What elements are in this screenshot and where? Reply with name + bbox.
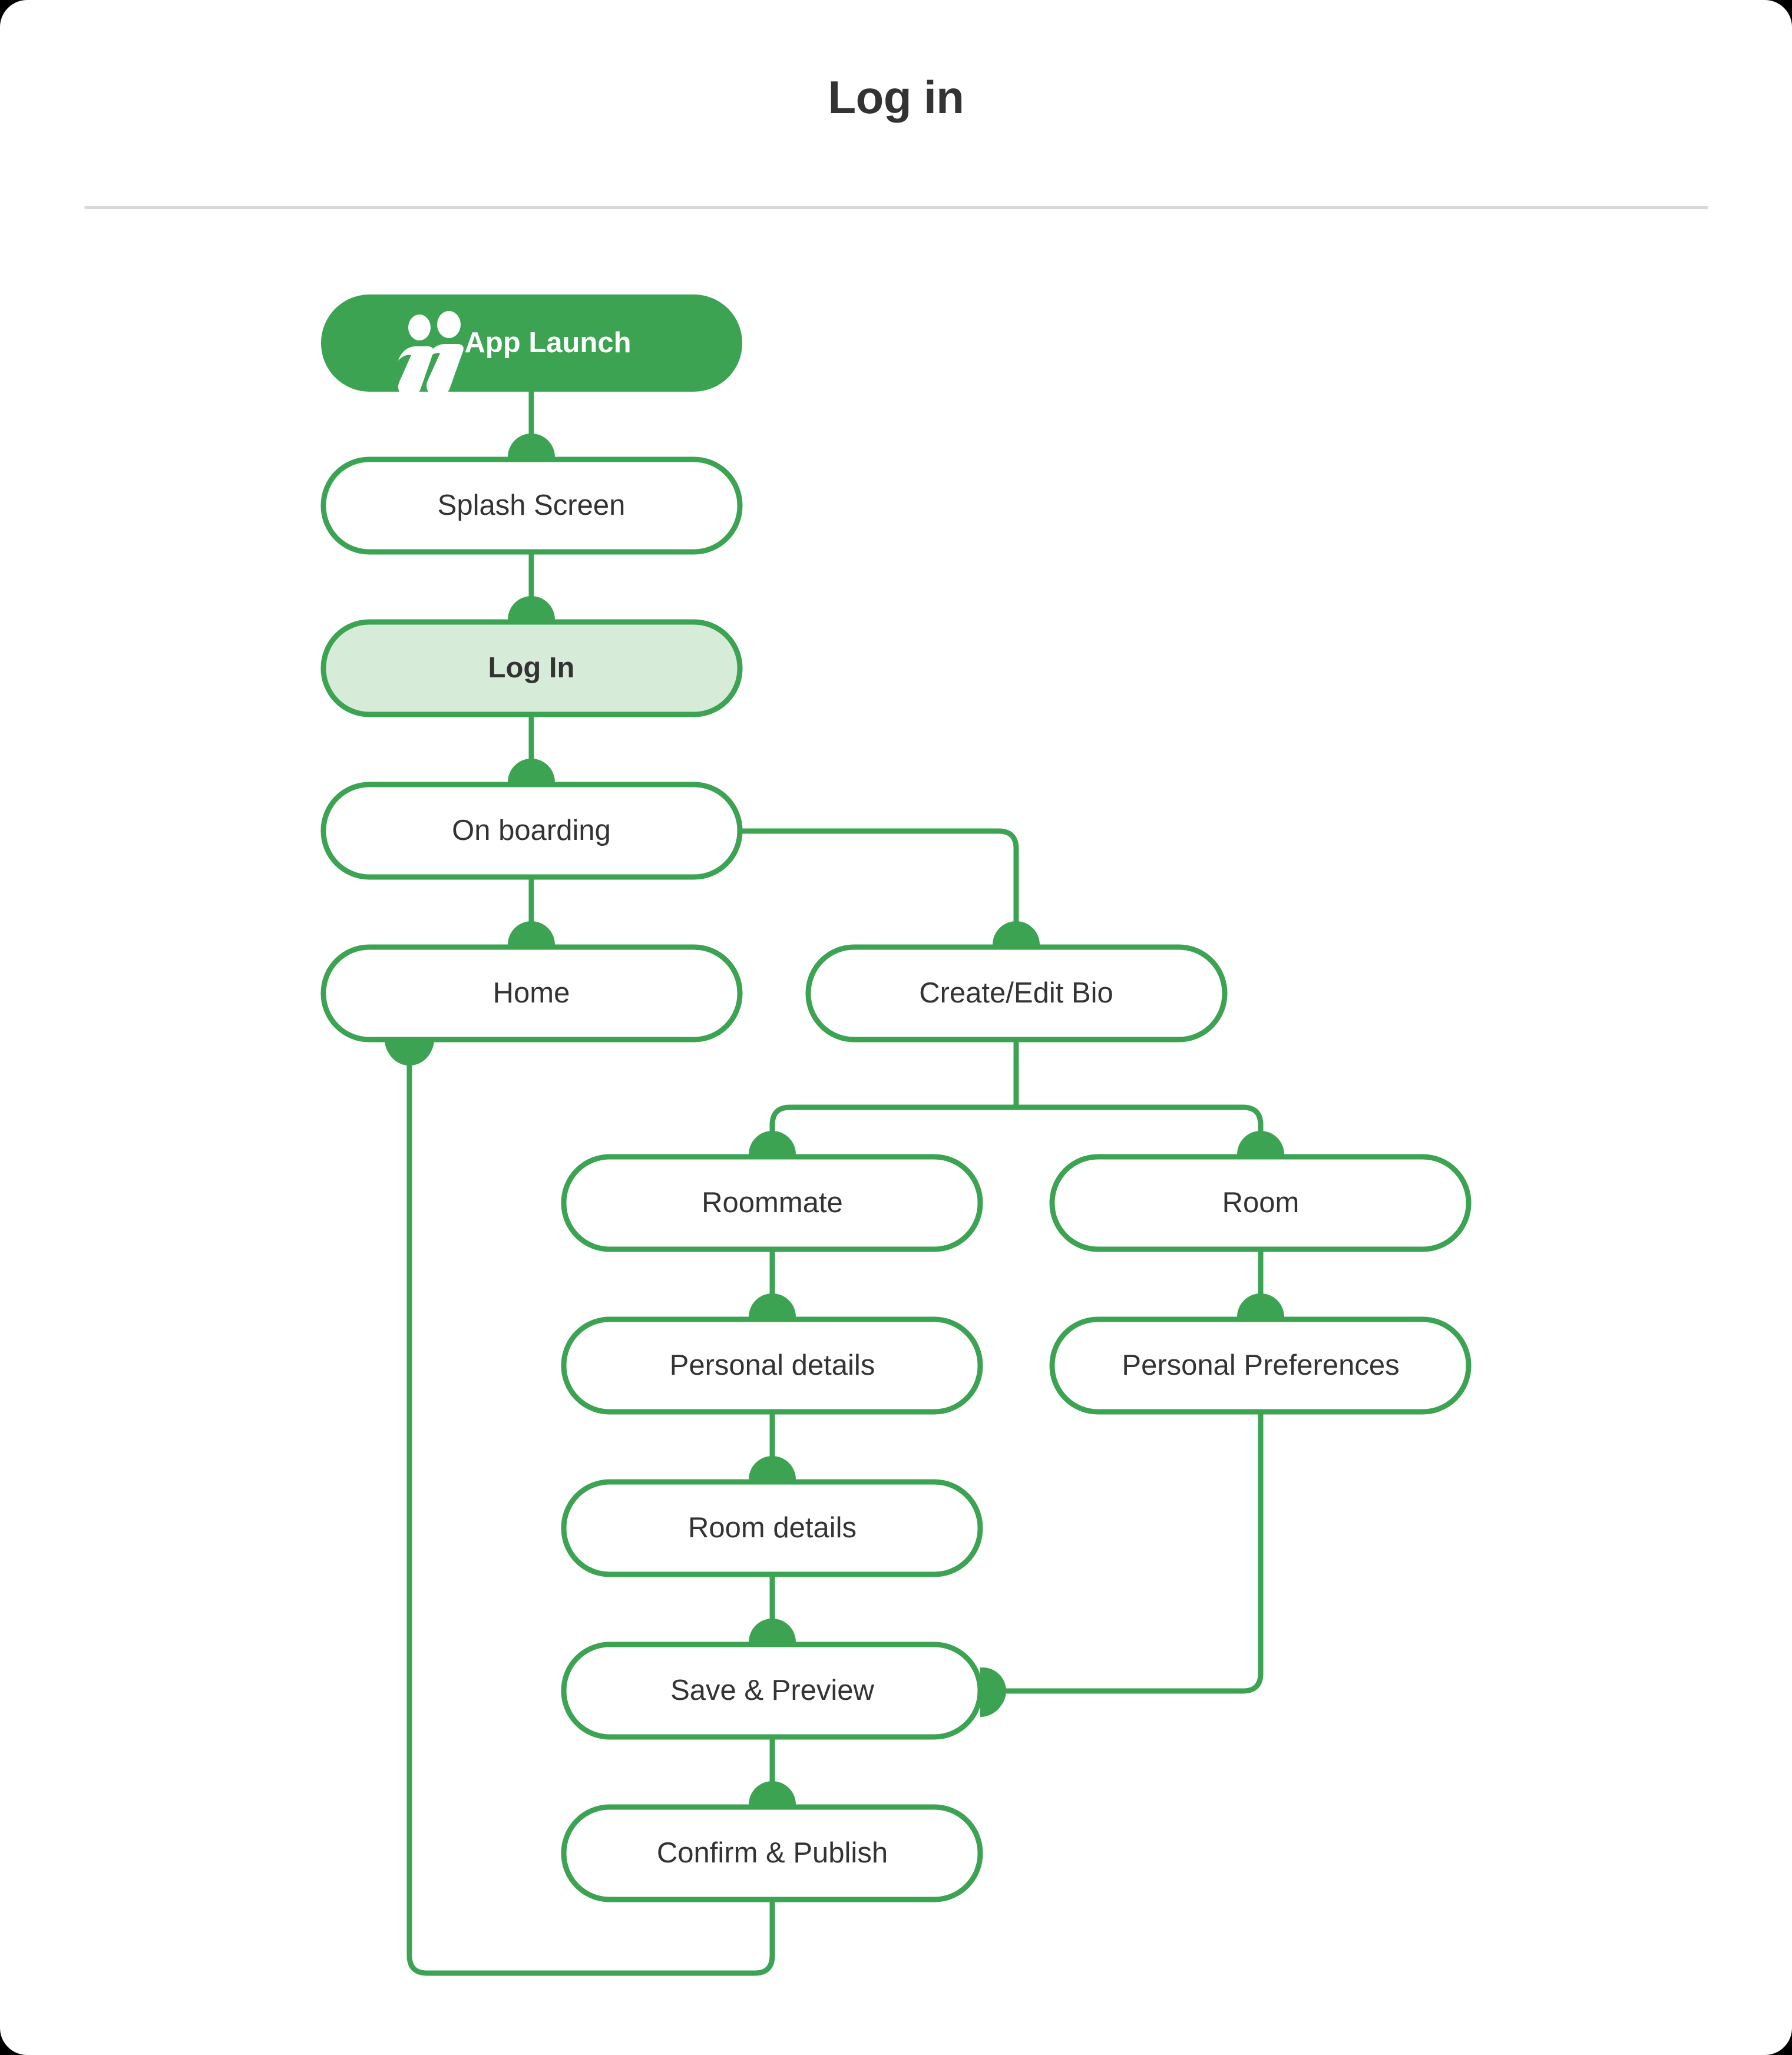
node-room-details[interactable]: Room details (561, 1479, 983, 1577)
connector-dots-overlay (385, 1040, 1005, 1717)
node-label-create-edit-bio: Create/Edit Bio (919, 977, 1113, 1009)
connector-dot-save-preview-top (749, 1619, 796, 1642)
node-on-boarding[interactable]: On boarding (320, 782, 743, 880)
node-label-personal-preferences: Personal Preferences (1122, 1349, 1399, 1381)
header-divider (84, 206, 1708, 209)
connector-dot-personal-details-top (749, 1293, 796, 1317)
node-label-log-in: Log In (488, 652, 575, 684)
edge-on-boarding-create-edit-bio (742, 828, 1019, 945)
connector-dot-home-top (508, 921, 555, 945)
connector-dot-confirm-publish-top (749, 1781, 796, 1805)
connector-dot-log-in-top (508, 596, 555, 620)
node-label-on-boarding: On boarding (452, 815, 611, 846)
node-label-app-launch: App Launch (464, 327, 631, 359)
node-splash-screen[interactable]: Splash Screen (320, 456, 743, 555)
node-room[interactable]: Room (1049, 1154, 1472, 1252)
node-label-roommate: Roommate (702, 1187, 843, 1219)
two-people-logo-icon (398, 311, 464, 397)
node-label-personal-details: Personal details (670, 1349, 875, 1381)
connector-dot-roommate-top (749, 1131, 796, 1154)
connector-dot-personal-preferences-top (1237, 1293, 1284, 1317)
node-app-launch[interactable]: App Launch (321, 294, 742, 397)
connector-dot-splash-screen-top (508, 433, 555, 457)
node-label-splash-screen: Splash Screen (438, 489, 626, 521)
node-label-confirm-publish: Confirm & Publish (657, 1837, 888, 1869)
node-save-preview[interactable]: Save & Preview (561, 1642, 983, 1740)
node-roommate[interactable]: Roommate (561, 1154, 983, 1252)
node-label-room-details: Room details (688, 1512, 857, 1544)
node-personal-details[interactable]: Personal details (561, 1316, 983, 1415)
node-create-edit-bio[interactable]: Create/Edit Bio (805, 944, 1228, 1043)
connector-dot-save-preview-right-overlay (980, 1667, 1005, 1717)
node-personal-preferences[interactable]: Personal Preferences (1049, 1316, 1472, 1415)
node-label-room: Room (1222, 1187, 1300, 1219)
edge-create-edit-bio-room (1016, 1104, 1264, 1154)
connector-dot-on-boarding-top (508, 759, 555, 782)
node-label-save-preview: Save & Preview (670, 1675, 874, 1706)
connector-dot-room-top (1237, 1131, 1284, 1154)
connector-dot-room-details-top (749, 1456, 796, 1480)
connector-dot-create-edit-bio-top (993, 921, 1040, 945)
node-confirm-publish[interactable]: Confirm & Publish (561, 1804, 983, 1902)
connector-dot-home-bottom-left-overlay (385, 1040, 434, 1064)
page-title: Log in (828, 71, 964, 123)
edge-personal-preferences-save-preview (983, 1414, 1264, 1694)
node-log-in[interactable]: Log In (320, 619, 743, 717)
edge-confirm-publish-home-loopback (406, 1048, 775, 1976)
node-label-home: Home (493, 977, 570, 1009)
node-home[interactable]: Home (320, 944, 743, 1043)
edge-create-edit-bio-roommate (769, 1104, 1016, 1154)
